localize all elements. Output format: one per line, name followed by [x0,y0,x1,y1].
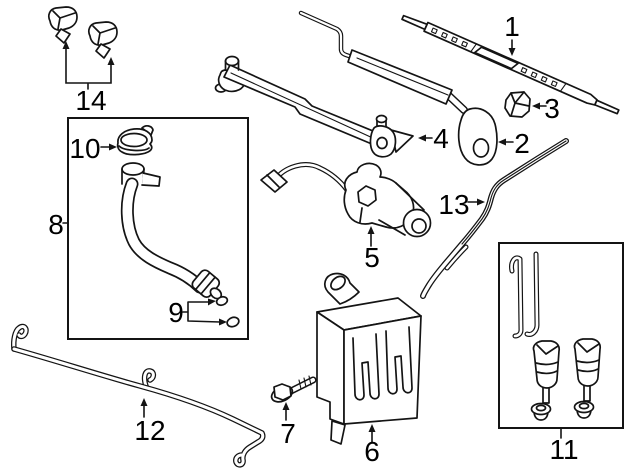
wiper-blade-drawing [401,14,620,115]
pump-kit-contents-drawing [509,251,602,421]
callout-labels: 1 2 3 4 5 6 7 8 9 10 11 12 13 14 [48,11,578,467]
callout-9[interactable]: 9 [168,297,184,328]
callout-7[interactable]: 7 [280,418,296,449]
callout-1[interactable]: 1 [504,11,520,42]
washer-nozzle-right-drawing [87,21,118,59]
callout-arrows [62,39,562,443]
callout-6[interactable]: 6 [364,436,380,467]
callout-14[interactable]: 14 [75,85,106,116]
washer-nozzle-left-drawing [47,6,78,44]
wiper-linkage-drawing [214,55,414,158]
callout-2[interactable]: 2 [514,128,530,159]
reservoir-bolt-drawing [270,375,317,403]
filler-neck-drawing [120,162,223,300]
callout-8[interactable]: 8 [48,209,64,240]
washer-hose-front-drawing [11,323,266,468]
wiper-motor-drawing [260,162,432,238]
callout-3[interactable]: 3 [544,93,560,124]
seal-grommets-drawing [215,295,240,328]
callout-5[interactable]: 5 [364,242,380,273]
wiper-arm-nut-drawing [504,91,531,118]
callout-4[interactable]: 4 [433,123,449,154]
washer-reservoir-drawing [316,272,422,445]
wiper-arm-drawing [298,10,498,166]
callout-12[interactable]: 12 [134,415,165,446]
callout-10[interactable]: 10 [69,133,100,164]
filler-cap-drawing [116,124,154,156]
callout-11[interactable]: 11 [549,434,578,465]
callout-13[interactable]: 13 [438,189,469,220]
washer-hose-rear-drawing [420,138,569,299]
